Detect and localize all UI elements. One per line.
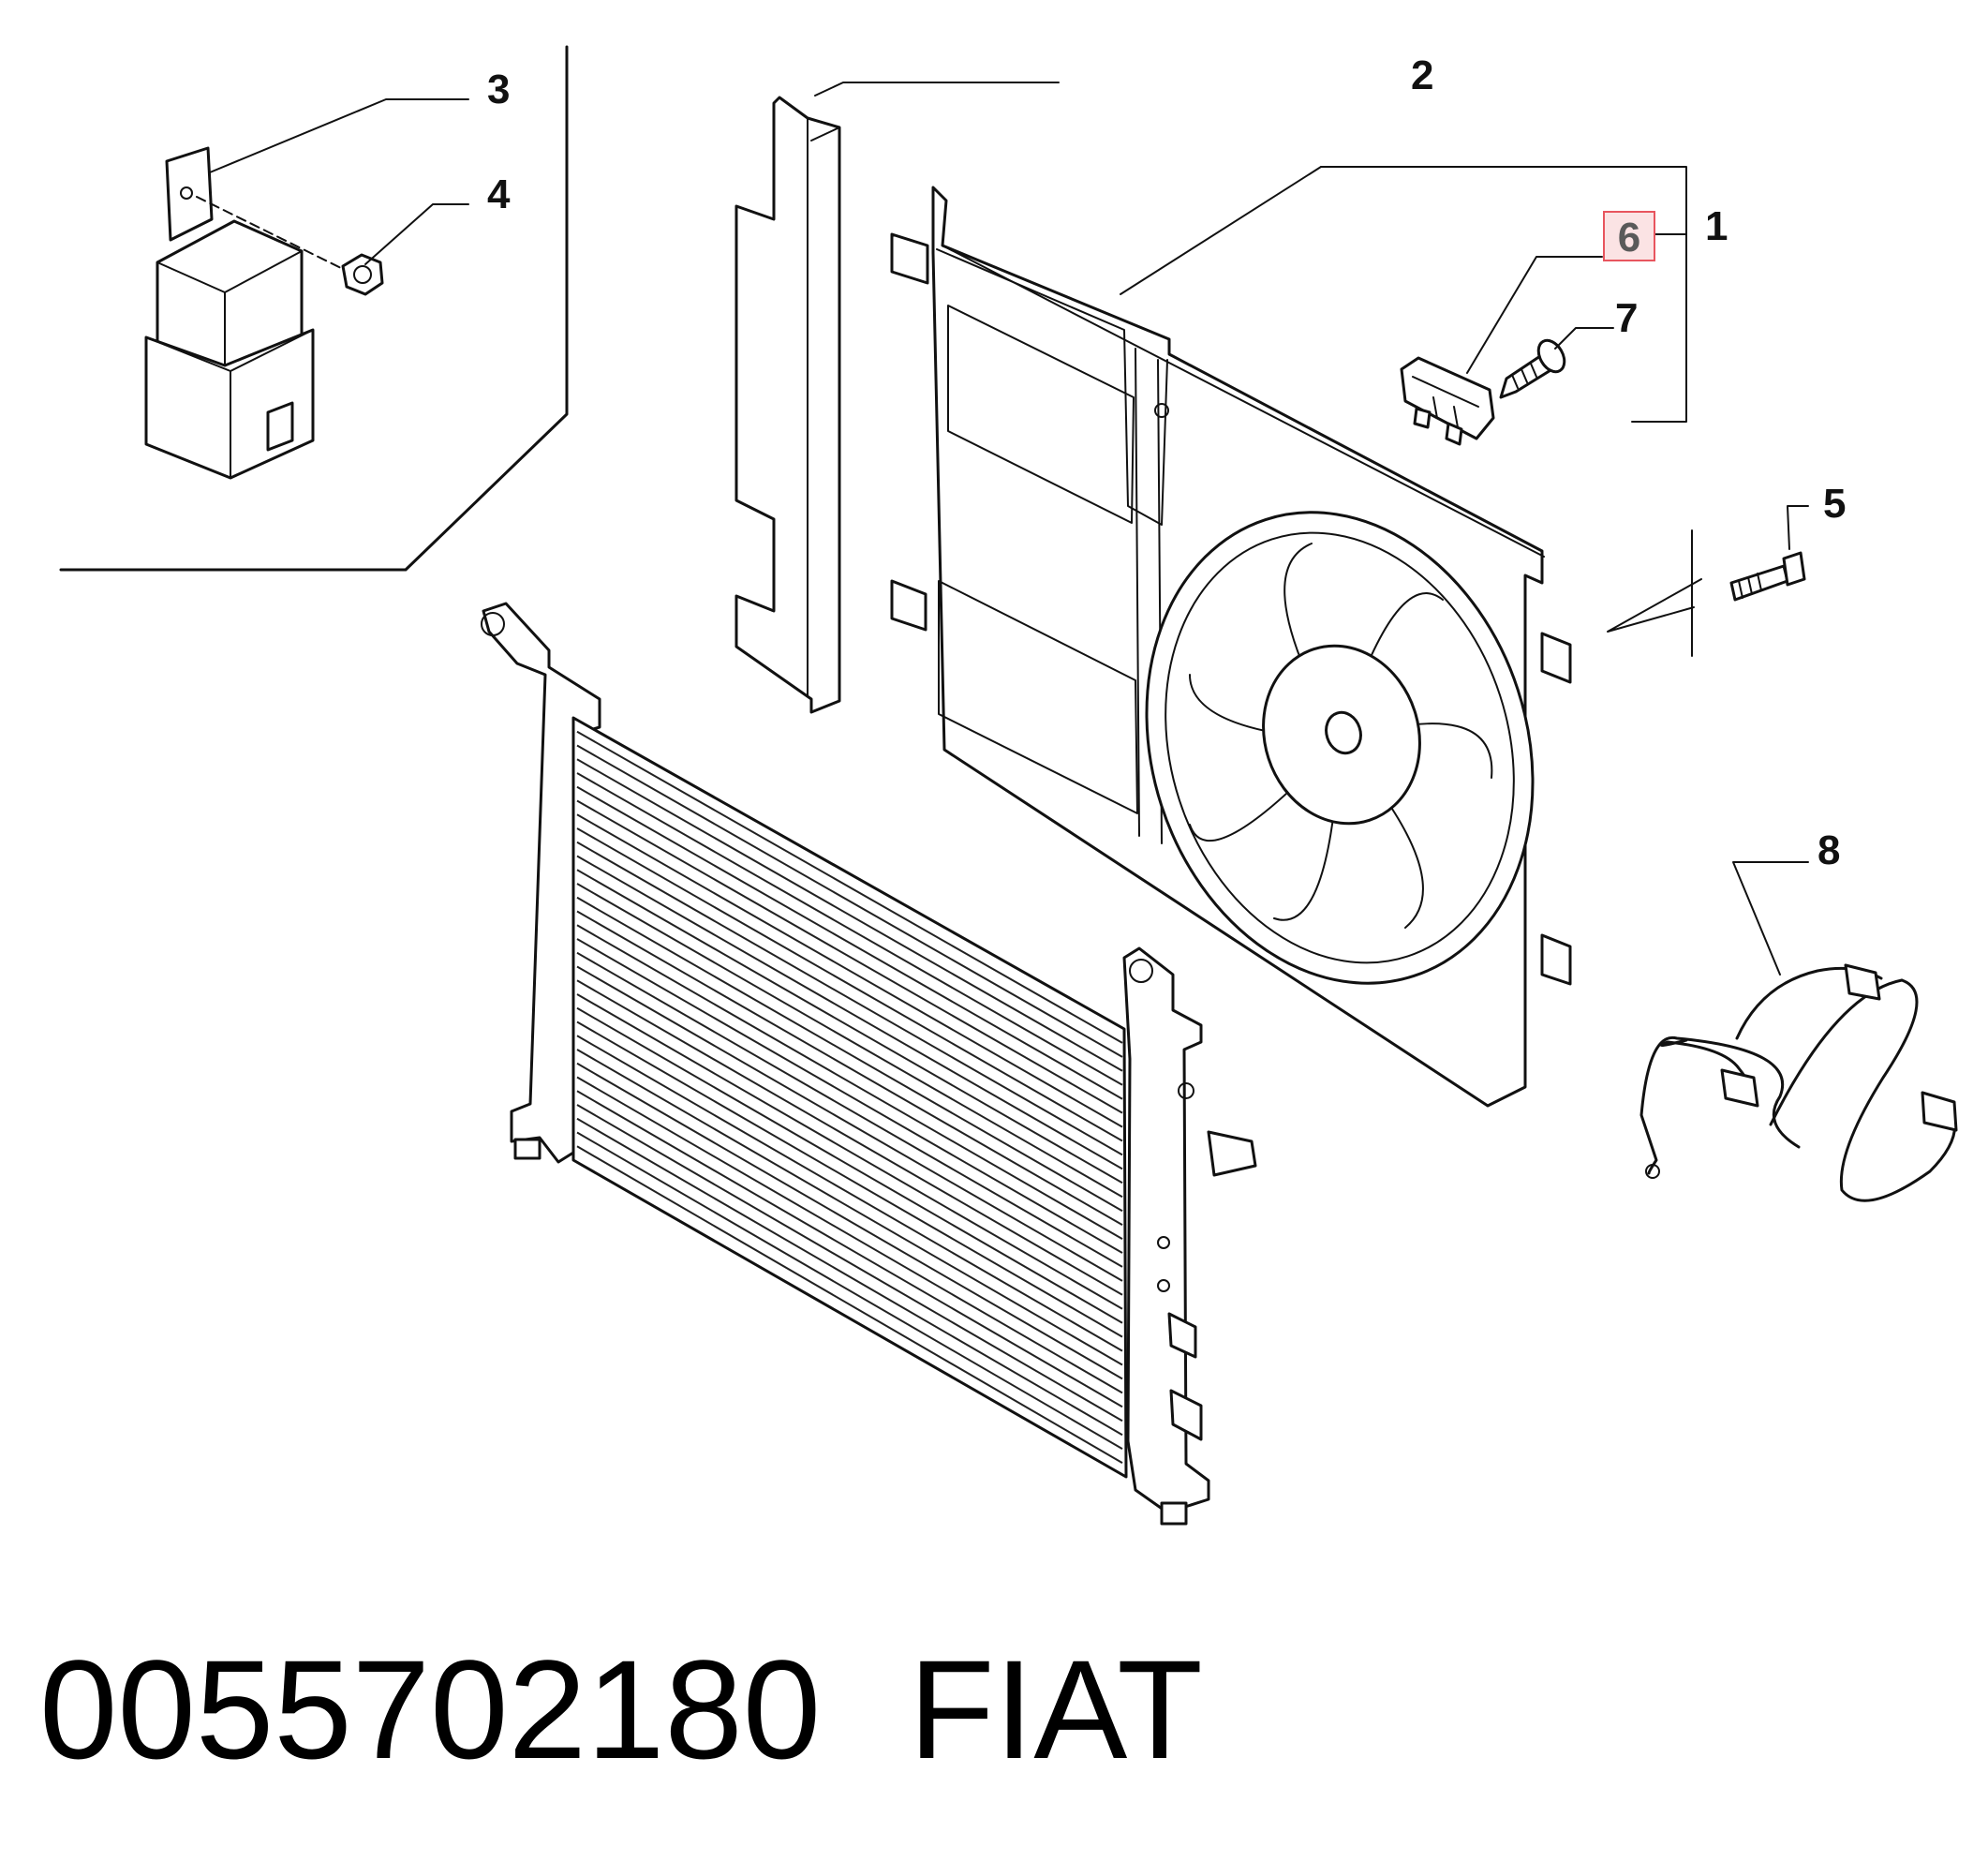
radiator-fin: [576, 730, 1123, 1044]
wiring-harness-part: [1639, 963, 1958, 1202]
radiator-fin: [576, 1006, 1123, 1324]
callout-labels: 2 1 3 4 5 6 7 8: [487, 52, 1846, 873]
radiator-fin: [576, 785, 1123, 1100]
radiator-fin: [576, 758, 1123, 1072]
radiator-fin: [576, 979, 1123, 1296]
air-deflector-part: [734, 96, 841, 714]
radiator-fin: [576, 841, 1123, 1156]
radiator-fin: [576, 951, 1123, 1268]
radiator-fin: [576, 1131, 1123, 1450]
radiator-fin: [576, 938, 1123, 1254]
callout-5: 5: [1823, 481, 1846, 527]
relay-inset: [59, 45, 569, 572]
callout-3: 3: [487, 67, 510, 112]
radiator-part: [481, 602, 1257, 1526]
callout-7: 7: [1615, 295, 1638, 341]
radiator-fin: [576, 1049, 1123, 1366]
resistor-part: [1400, 356, 1495, 446]
nut-part: [341, 253, 384, 296]
radiator-fin: [576, 1104, 1123, 1423]
radiator-fin: [576, 910, 1123, 1226]
radiator-fin: [576, 855, 1123, 1170]
radiator-fin: [576, 827, 1123, 1142]
callout-6-highlight-box: [1603, 211, 1655, 261]
radiator-fin: [576, 869, 1123, 1184]
radiator-fin: [576, 924, 1123, 1240]
caption: 0055702180 FIAT: [39, 1631, 1203, 1788]
callout-4: 4: [487, 171, 511, 217]
radiator-fin: [576, 1062, 1123, 1380]
callout-8: 8: [1817, 827, 1840, 873]
radiator-fin: [576, 744, 1123, 1058]
part-number: 0055702180: [39, 1631, 821, 1788]
radiator-fin: [576, 1020, 1123, 1338]
screw-part: [1499, 338, 1566, 399]
callout-6: 6: [1618, 215, 1640, 261]
bolt-part: [1729, 551, 1806, 602]
relay-part: [144, 146, 346, 480]
radiator-fin: [576, 772, 1123, 1086]
radiator-fin: [576, 1035, 1123, 1352]
callout-2: 2: [1411, 52, 1433, 98]
radiator-fin: [576, 1090, 1123, 1408]
radiator-fin: [576, 1117, 1123, 1437]
radiator-fin: [576, 799, 1123, 1114]
radiator-fin: [576, 1145, 1123, 1464]
radiator-fins: [576, 730, 1123, 1464]
fan-shroud-part: [890, 186, 1572, 1108]
brand-name: FIAT: [909, 1631, 1203, 1788]
leader-lines: [209, 82, 1809, 976]
radiator-fin: [576, 1076, 1123, 1394]
radiator-fin: [576, 896, 1123, 1213]
radiator-fin: [576, 993, 1123, 1310]
inset-border: [59, 45, 569, 572]
radiator-fin: [576, 965, 1123, 1282]
radiator-fin: [576, 813, 1123, 1128]
callout-1: 1: [1705, 203, 1728, 249]
radiator-fin: [576, 883, 1123, 1199]
bolt-reference-lines: [1607, 529, 1702, 657]
